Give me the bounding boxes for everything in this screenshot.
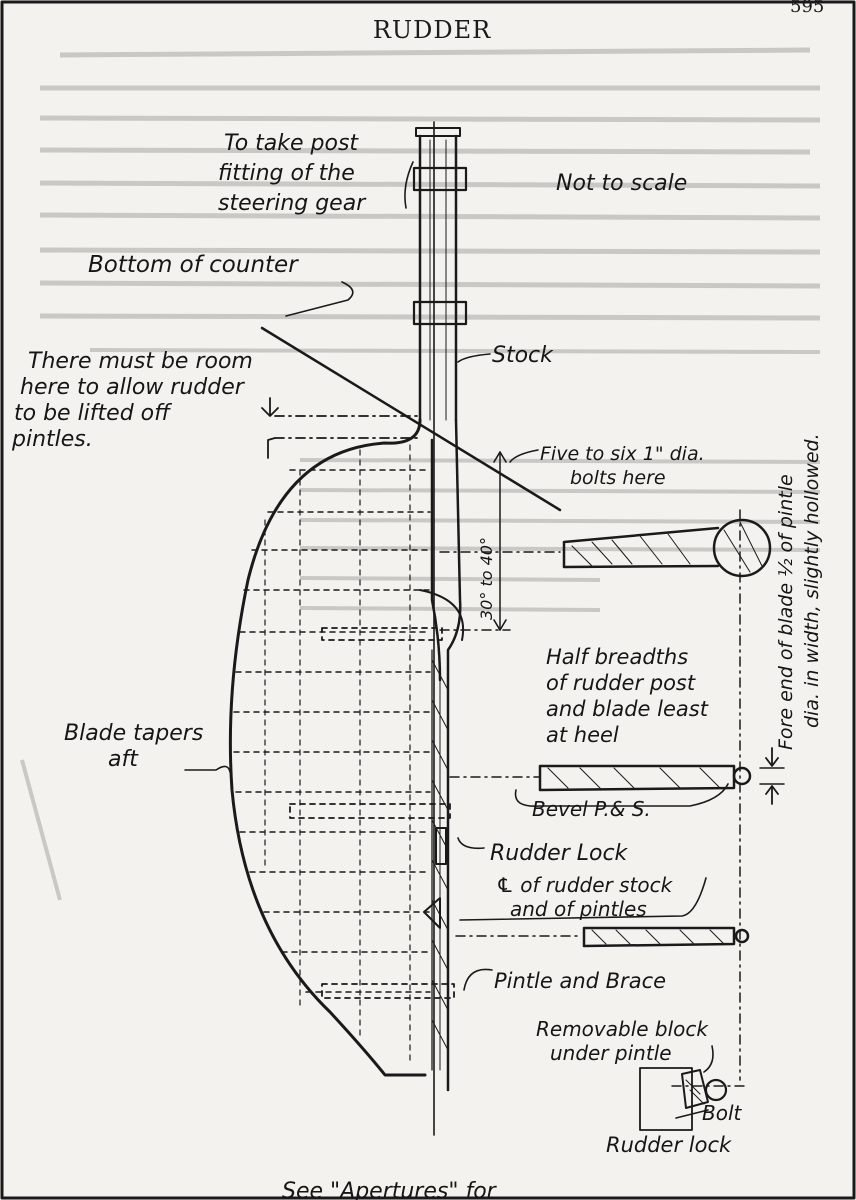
rudder-stock [412, 127, 468, 422]
removable-block-note: Removable block under pintle [536, 1017, 714, 1065]
page-title: RUDDER [373, 16, 491, 44]
half-breadths-note: Half breadths of rudder post and blade l… [546, 645, 715, 747]
leader-lines [184, 161, 729, 1119]
section-bottom [582, 926, 750, 948]
section-leaders [439, 509, 741, 1081]
annotations: To take post fitting of the steering gea… [11, 131, 823, 1200]
angle-label: 30° to 40° [477, 537, 496, 620]
rudder-blade [228, 418, 465, 1092]
stock-label: Stock [492, 343, 554, 368]
bottom-of-counter-line [260, 326, 562, 512]
rudder-lock-label: Rudder Lock [490, 841, 629, 866]
stock-band-lower [412, 300, 468, 326]
angle-dimension [439, 451, 511, 631]
lift-clearance-lines [261, 397, 421, 459]
removable-block-detail [639, 1067, 745, 1131]
bolts-note: Five to six 1" dia. bolts here [540, 443, 711, 489]
lift-room-note: There must be room here to allow rudder … [11, 349, 260, 452]
fore-end-note: Fore end of blade ½ of pintle dia. in wi… [775, 433, 823, 750]
stock-band-upper [412, 166, 468, 192]
blade-tapers-note: Blade tapers aft [64, 721, 210, 772]
pintle-brace-label: Pintle and Brace [494, 969, 666, 993]
section-middle [538, 764, 752, 792]
fore-end-dimension [759, 747, 785, 805]
post-fitting-note: To take post fitting of the steering gea… [218, 131, 367, 216]
bevel-label: Bevel P.& S. [532, 797, 651, 821]
centerline-note: ℄ of rudder stock and of pintles [496, 873, 679, 921]
page-number: 595 [790, 0, 824, 17]
footer-text: See "Apertures" for [282, 1179, 498, 1200]
bolt-label: Bolt [702, 1101, 743, 1125]
rudder-lock-small-label: Rudder lock [606, 1133, 732, 1157]
bottom-of-counter-label: Bottom of counter [88, 252, 299, 278]
not-to-scale-label: Not to scale [556, 171, 687, 196]
section-top [562, 518, 772, 578]
